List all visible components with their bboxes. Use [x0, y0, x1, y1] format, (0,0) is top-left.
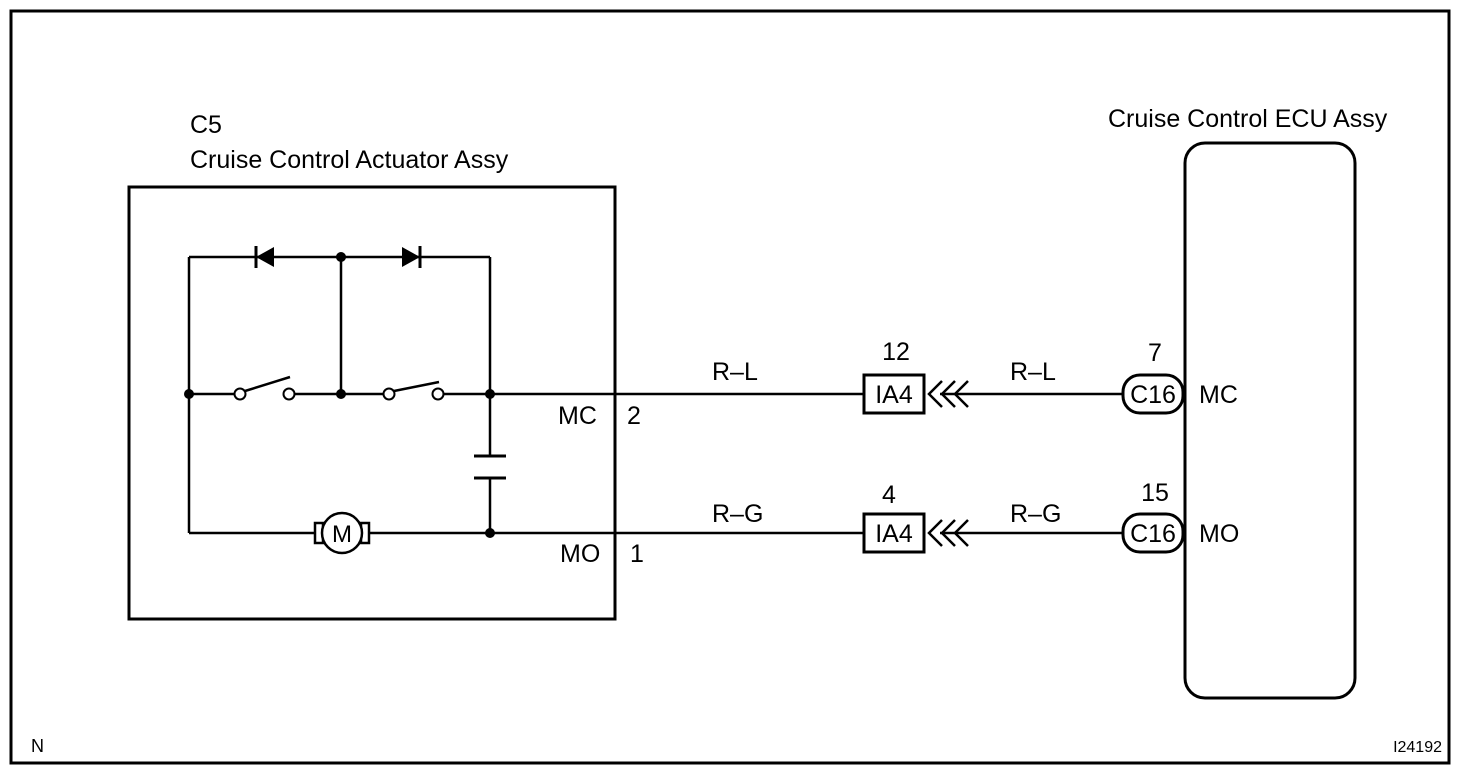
motor-icon: M: [313, 511, 371, 555]
wire-mo-color-left: R–G: [712, 500, 763, 528]
ecu-connector-label-mo: C16: [1130, 520, 1176, 548]
junction-pin-mc: 12: [882, 338, 910, 366]
connector-chevron-icon: [927, 380, 969, 408]
ecu-connector-label-mc: C16: [1130, 381, 1176, 409]
switch-2-icon: [382, 380, 445, 401]
ecu-connector-mo: [1121, 512, 1185, 554]
actuator-internal-circuit: M: [184, 246, 506, 555]
junction-connector-mc: [862, 373, 926, 415]
junction-pin-mo: 4: [882, 481, 896, 509]
actuator-name: Cruise Control Actuator Assy: [190, 146, 509, 174]
junction-connector-mo: [862, 512, 926, 554]
junction-label-mc: IA4: [875, 381, 913, 409]
junction-label-mo: IA4: [875, 520, 913, 548]
junction-dot: [336, 389, 346, 399]
wire-mc: R–L R–L 12 IA4: [490, 338, 1122, 415]
figure-id: I24192: [1393, 739, 1442, 756]
ecu-box: [1183, 141, 1357, 700]
capacitor-icon: [474, 454, 506, 480]
corner-letter: N: [31, 736, 44, 756]
motor-label: M: [332, 521, 352, 548]
switch-1-icon: [233, 375, 296, 401]
junction-dot: [336, 252, 346, 262]
ecu-pin-mo: 15: [1141, 479, 1169, 507]
actuator-terminal-mo: MO: [560, 540, 600, 568]
ecu-pin-mc: 7: [1148, 339, 1162, 367]
ecu-terminal-mo: MO: [1199, 520, 1239, 548]
actuator-connector-label: C5: [190, 111, 222, 139]
actuator-terminal-mc: MC: [558, 402, 597, 430]
diode-left-icon: [256, 247, 274, 267]
junction-dot: [184, 389, 194, 399]
ecu-name: Cruise Control ECU Assy: [1108, 105, 1388, 133]
wire-mo-color-right: R–G: [1010, 500, 1061, 528]
diode-right-icon: [402, 247, 420, 267]
diagram-frame: [9, 9, 1451, 765]
connector-chevron-icon: [927, 519, 969, 547]
wire-mc-color-right: R–L: [1010, 358, 1056, 386]
actuator-pin-mo: 1: [630, 540, 644, 568]
ecu-connector-mc: [1121, 373, 1185, 415]
wire-mo: R–G R–G 4 IA4: [490, 481, 1122, 554]
wire-mc-color-left: R–L: [712, 358, 758, 386]
ecu-terminal-mc: MC: [1199, 381, 1238, 409]
actuator-box: [127, 185, 617, 621]
actuator-pin-mc: 2: [627, 402, 641, 430]
